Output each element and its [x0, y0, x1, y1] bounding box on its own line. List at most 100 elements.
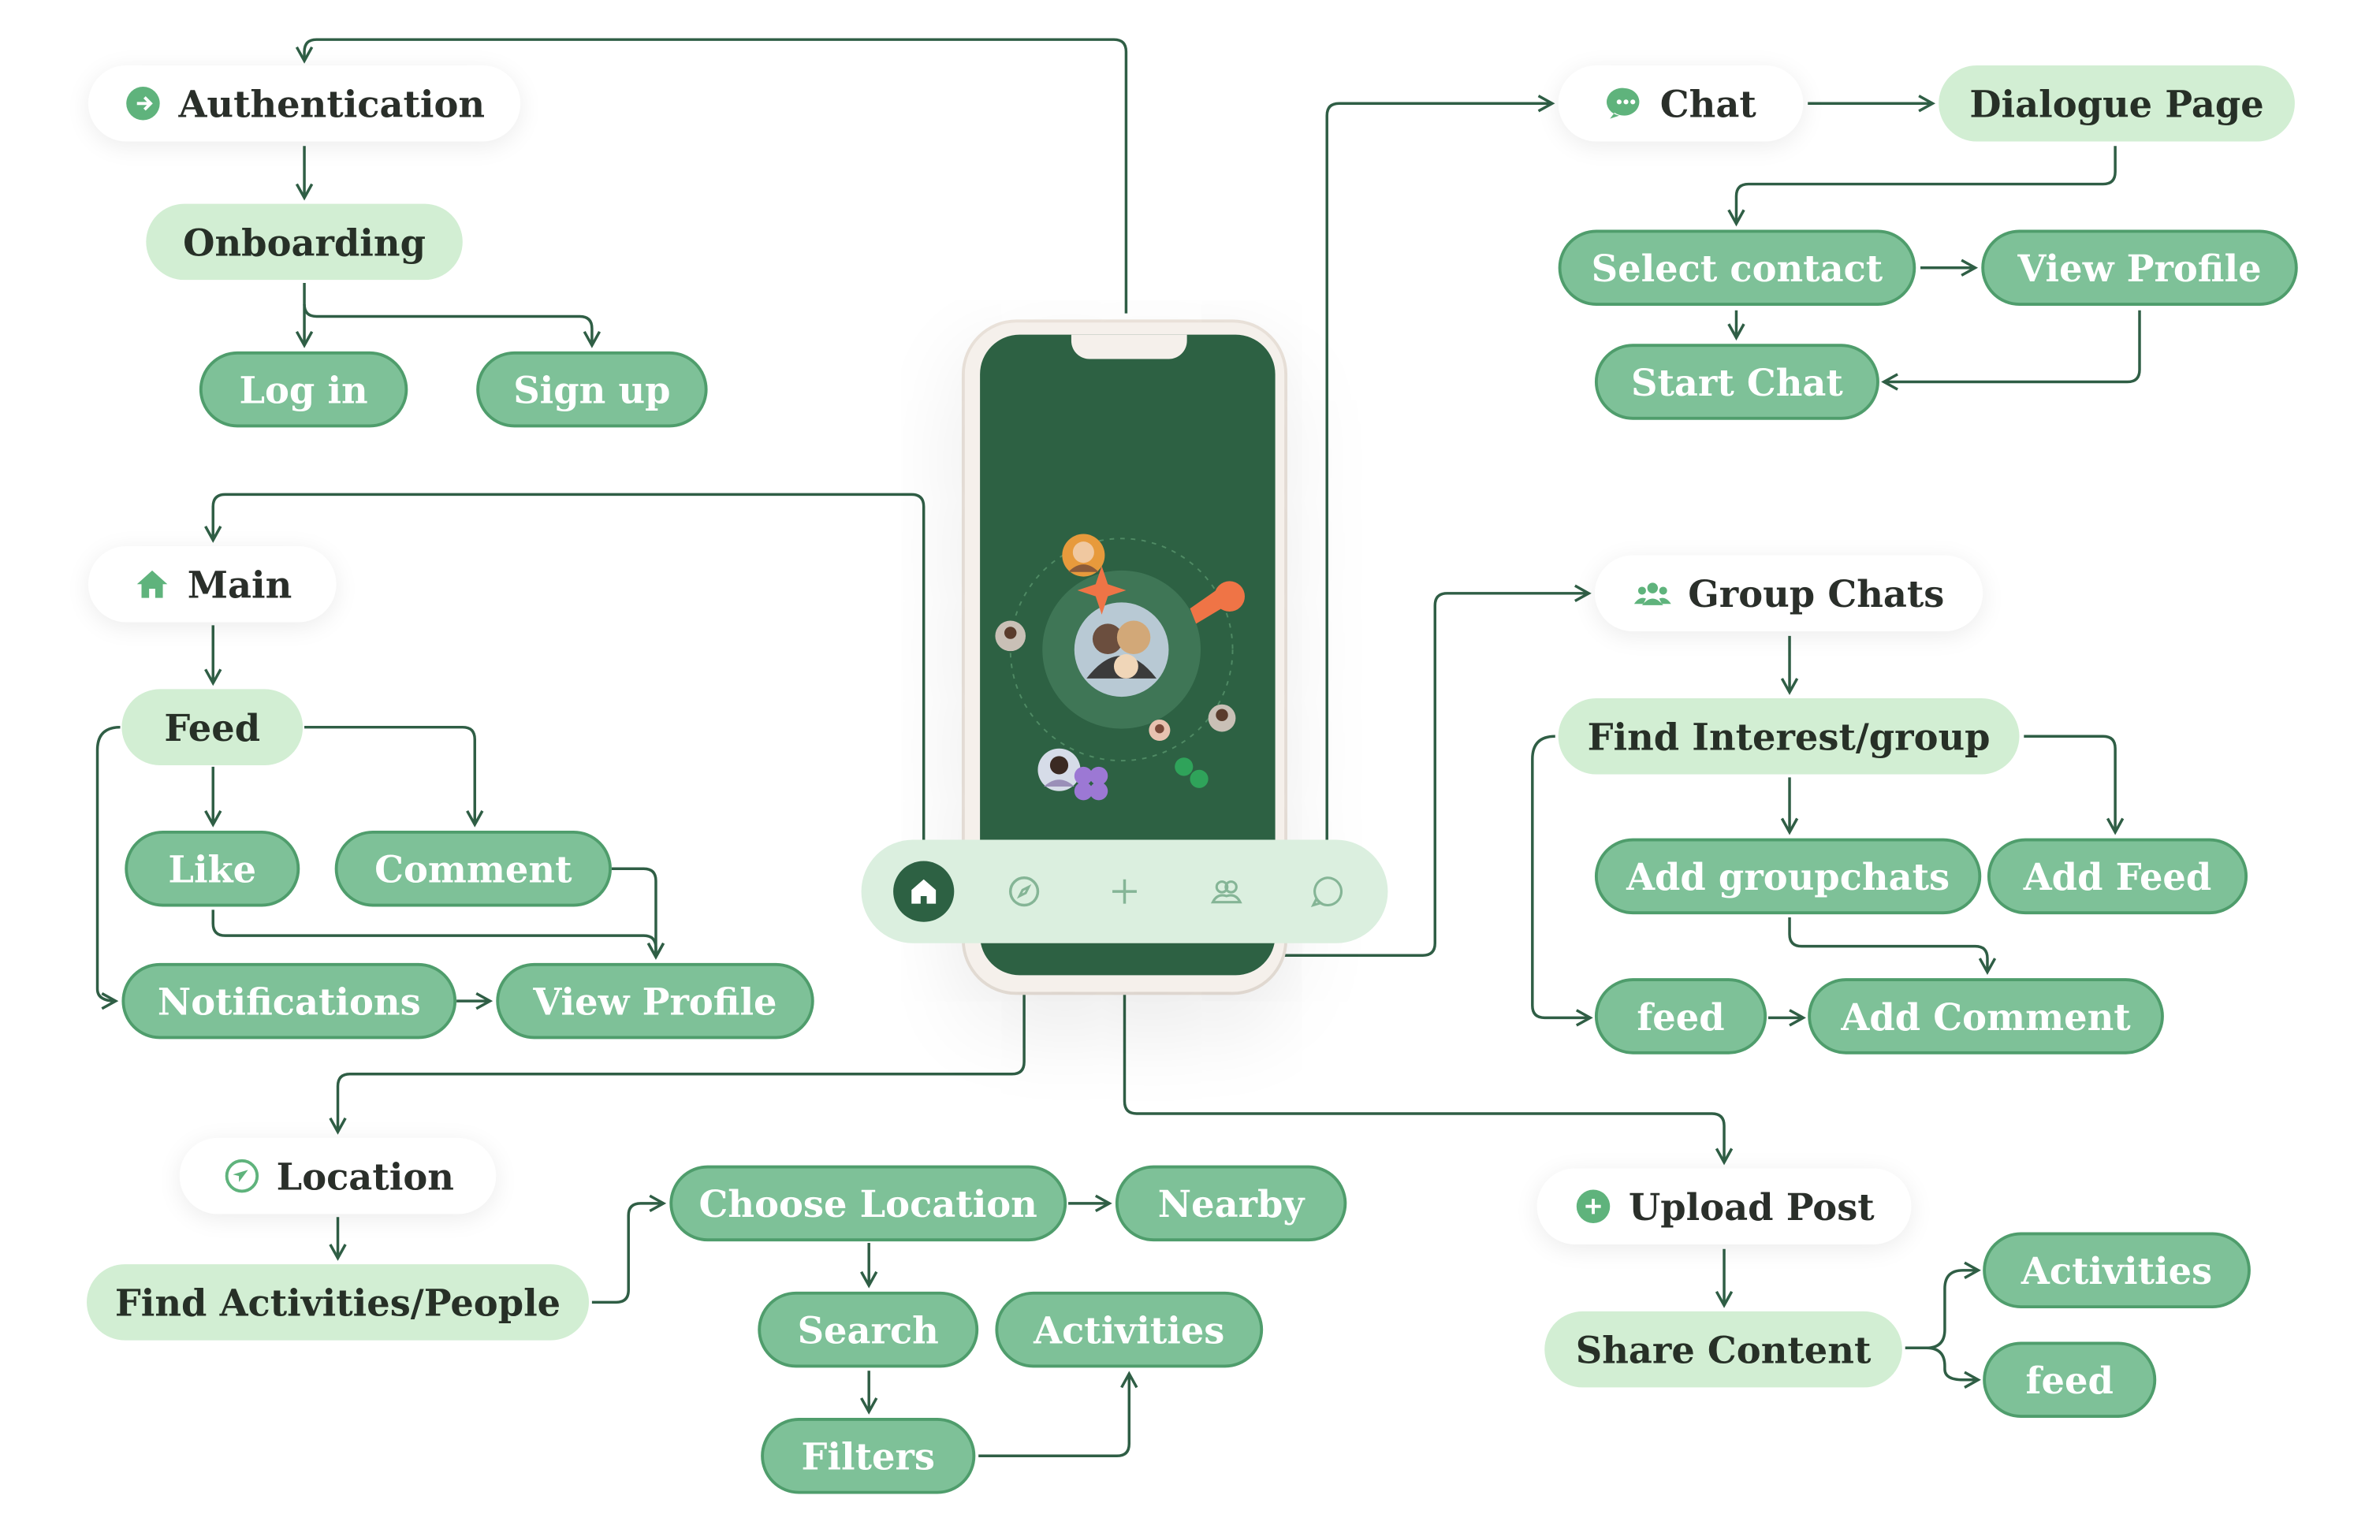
node-comment-label: Comment [374, 846, 572, 891]
node-notifications-label: Notifications [157, 979, 421, 1024]
node-find-activities-people-label: Find Activities/People [114, 1280, 561, 1325]
node-upload-post[interactable]: Upload Post [1536, 1168, 1912, 1244]
node-start-chat-label: Start Chat [1631, 359, 1843, 404]
node-view-profile-chat-label: View Profile [2017, 245, 2262, 290]
edge-onboarding-to-signup [303, 303, 602, 348]
tab-add[interactable] [1094, 861, 1155, 922]
edge-add-groupchats-to-add-comment [1788, 917, 1997, 976]
edge-phone-to-main [204, 493, 926, 840]
phone-illustration [995, 534, 1245, 801]
node-feed-group[interactable]: feed [1594, 978, 1767, 1055]
node-select-contact[interactable]: Select contact [1558, 229, 1916, 306]
edge-feed-to-comment [304, 725, 484, 828]
tab-bar [861, 839, 1388, 943]
edge-dialogue-page-to-select-contact [1727, 146, 2117, 227]
node-chat-label: Chat [1659, 81, 1756, 126]
node-onboarding[interactable]: Onboarding [146, 203, 463, 281]
edge-find-interest-to-add-feed [2024, 735, 2125, 835]
node-location-label: Location [276, 1154, 454, 1199]
node-notifications[interactable]: Notifications [121, 962, 457, 1040]
node-search[interactable]: Search [758, 1291, 979, 1368]
node-view-profile-main-label: View Profile [533, 979, 777, 1024]
edge-phone-to-location [329, 936, 1026, 1135]
plus-circle-icon [1574, 1187, 1613, 1226]
node-nearby-label: Nearby [1157, 1181, 1305, 1226]
node-dialogue-page-label: Dialogue Page [1969, 81, 2264, 126]
node-activities-location-label: Activities [1034, 1308, 1225, 1352]
avatar-bottom [1037, 748, 1081, 791]
node-find-interest-group[interactable]: Find Interest/group [1558, 698, 2020, 775]
edge-share-content-to-feed [1926, 1346, 1981, 1389]
edge-find-activities-to-choose-location [591, 1194, 667, 1304]
node-select-contact-label: Select contact [1591, 245, 1883, 290]
node-filters[interactable]: Filters [761, 1418, 976, 1494]
node-add-feed[interactable]: Add Feed [1987, 838, 2248, 915]
node-main-label: Main [187, 562, 292, 607]
node-choose-location[interactable]: Choose Location [669, 1165, 1067, 1242]
node-nearby[interactable]: Nearby [1115, 1165, 1347, 1242]
orange-sparkle [1077, 566, 1127, 615]
tab-home[interactable] [893, 861, 955, 922]
green-blob-shape [1175, 757, 1209, 788]
node-like-label: Like [168, 846, 257, 891]
home-icon [132, 564, 172, 604]
tab-chat[interactable] [1297, 861, 1358, 922]
node-onboarding-label: Onboarding [183, 219, 426, 264]
tab-explore[interactable] [993, 861, 1054, 922]
edge-view-profile-to-start-chat [1881, 310, 2141, 391]
people-group-icon [1633, 574, 1673, 613]
node-view-profile-chat[interactable]: View Profile [1981, 229, 2298, 306]
node-share-content[interactable]: Share Content [1544, 1311, 1902, 1388]
purple-flower-shape [1074, 766, 1108, 801]
node-like[interactable]: Like [125, 830, 300, 907]
node-dialogue-page[interactable]: Dialogue Page [1939, 65, 2295, 142]
tab-groups[interactable] [1196, 861, 1257, 922]
phone-notch [1071, 334, 1187, 359]
node-sign-up-label: Sign up [513, 367, 671, 412]
node-search-label: Search [797, 1308, 939, 1352]
location-arrow-icon [222, 1156, 261, 1196]
node-feed[interactable]: Feed [121, 689, 304, 765]
node-start-chat[interactable]: Start Chat [1594, 344, 1879, 420]
chat-bubble-icon [1605, 84, 1644, 123]
node-chat[interactable]: Chat [1558, 65, 1804, 142]
node-main[interactable]: Main [88, 545, 337, 623]
node-add-groupchats[interactable]: Add groupchats [1594, 838, 1982, 915]
node-find-activities-people[interactable]: Find Activities/People [87, 1264, 590, 1341]
node-authentication-label: Authentication [178, 81, 486, 126]
node-location[interactable]: Location [179, 1137, 497, 1215]
node-feed-upload[interactable]: feed [1983, 1341, 2157, 1419]
node-group-chats-label: Group Chats [1688, 571, 1945, 616]
node-find-interest-group-label: Find Interest/group [1587, 714, 1991, 759]
node-group-chats[interactable]: Group Chats [1594, 555, 1983, 632]
people-icon [1210, 880, 1242, 904]
node-log-in[interactable]: Log in [199, 351, 408, 428]
node-comment[interactable]: Comment [334, 830, 612, 907]
chat-icon [1310, 876, 1343, 908]
node-share-content-label: Share Content [1575, 1327, 1872, 1372]
node-add-comment[interactable]: Add Comment [1808, 978, 2164, 1055]
node-authentication[interactable]: Authentication [88, 65, 521, 142]
avatar-right [1208, 704, 1236, 732]
plus-icon [1112, 879, 1137, 904]
node-choose-location-label: Choose Location [698, 1181, 1037, 1226]
node-filters-label: Filters [801, 1434, 935, 1479]
node-log-in-label: Log in [239, 367, 368, 412]
edge-share-content-to-activities [1905, 1261, 1981, 1349]
login-icon [124, 84, 163, 123]
edge-find-interest-to-feed [1531, 735, 1593, 1027]
edge-phone-to-authentication [295, 38, 1128, 314]
node-feed-label: Feed [164, 705, 261, 750]
node-activities-location[interactable]: Activities [995, 1291, 1264, 1368]
avatar-small [1149, 720, 1171, 742]
edge-comment-to-view-profile [611, 867, 665, 960]
node-activities-upload[interactable]: Activities [1983, 1232, 2251, 1309]
center-avatar-image [1074, 602, 1169, 697]
edge-like-to-view-profile [211, 909, 665, 960]
node-view-profile-main[interactable]: View Profile [496, 962, 814, 1040]
edge-filters-to-activities [978, 1371, 1138, 1458]
home-icon [911, 879, 937, 904]
node-sign-up[interactable]: Sign up [476, 351, 708, 428]
